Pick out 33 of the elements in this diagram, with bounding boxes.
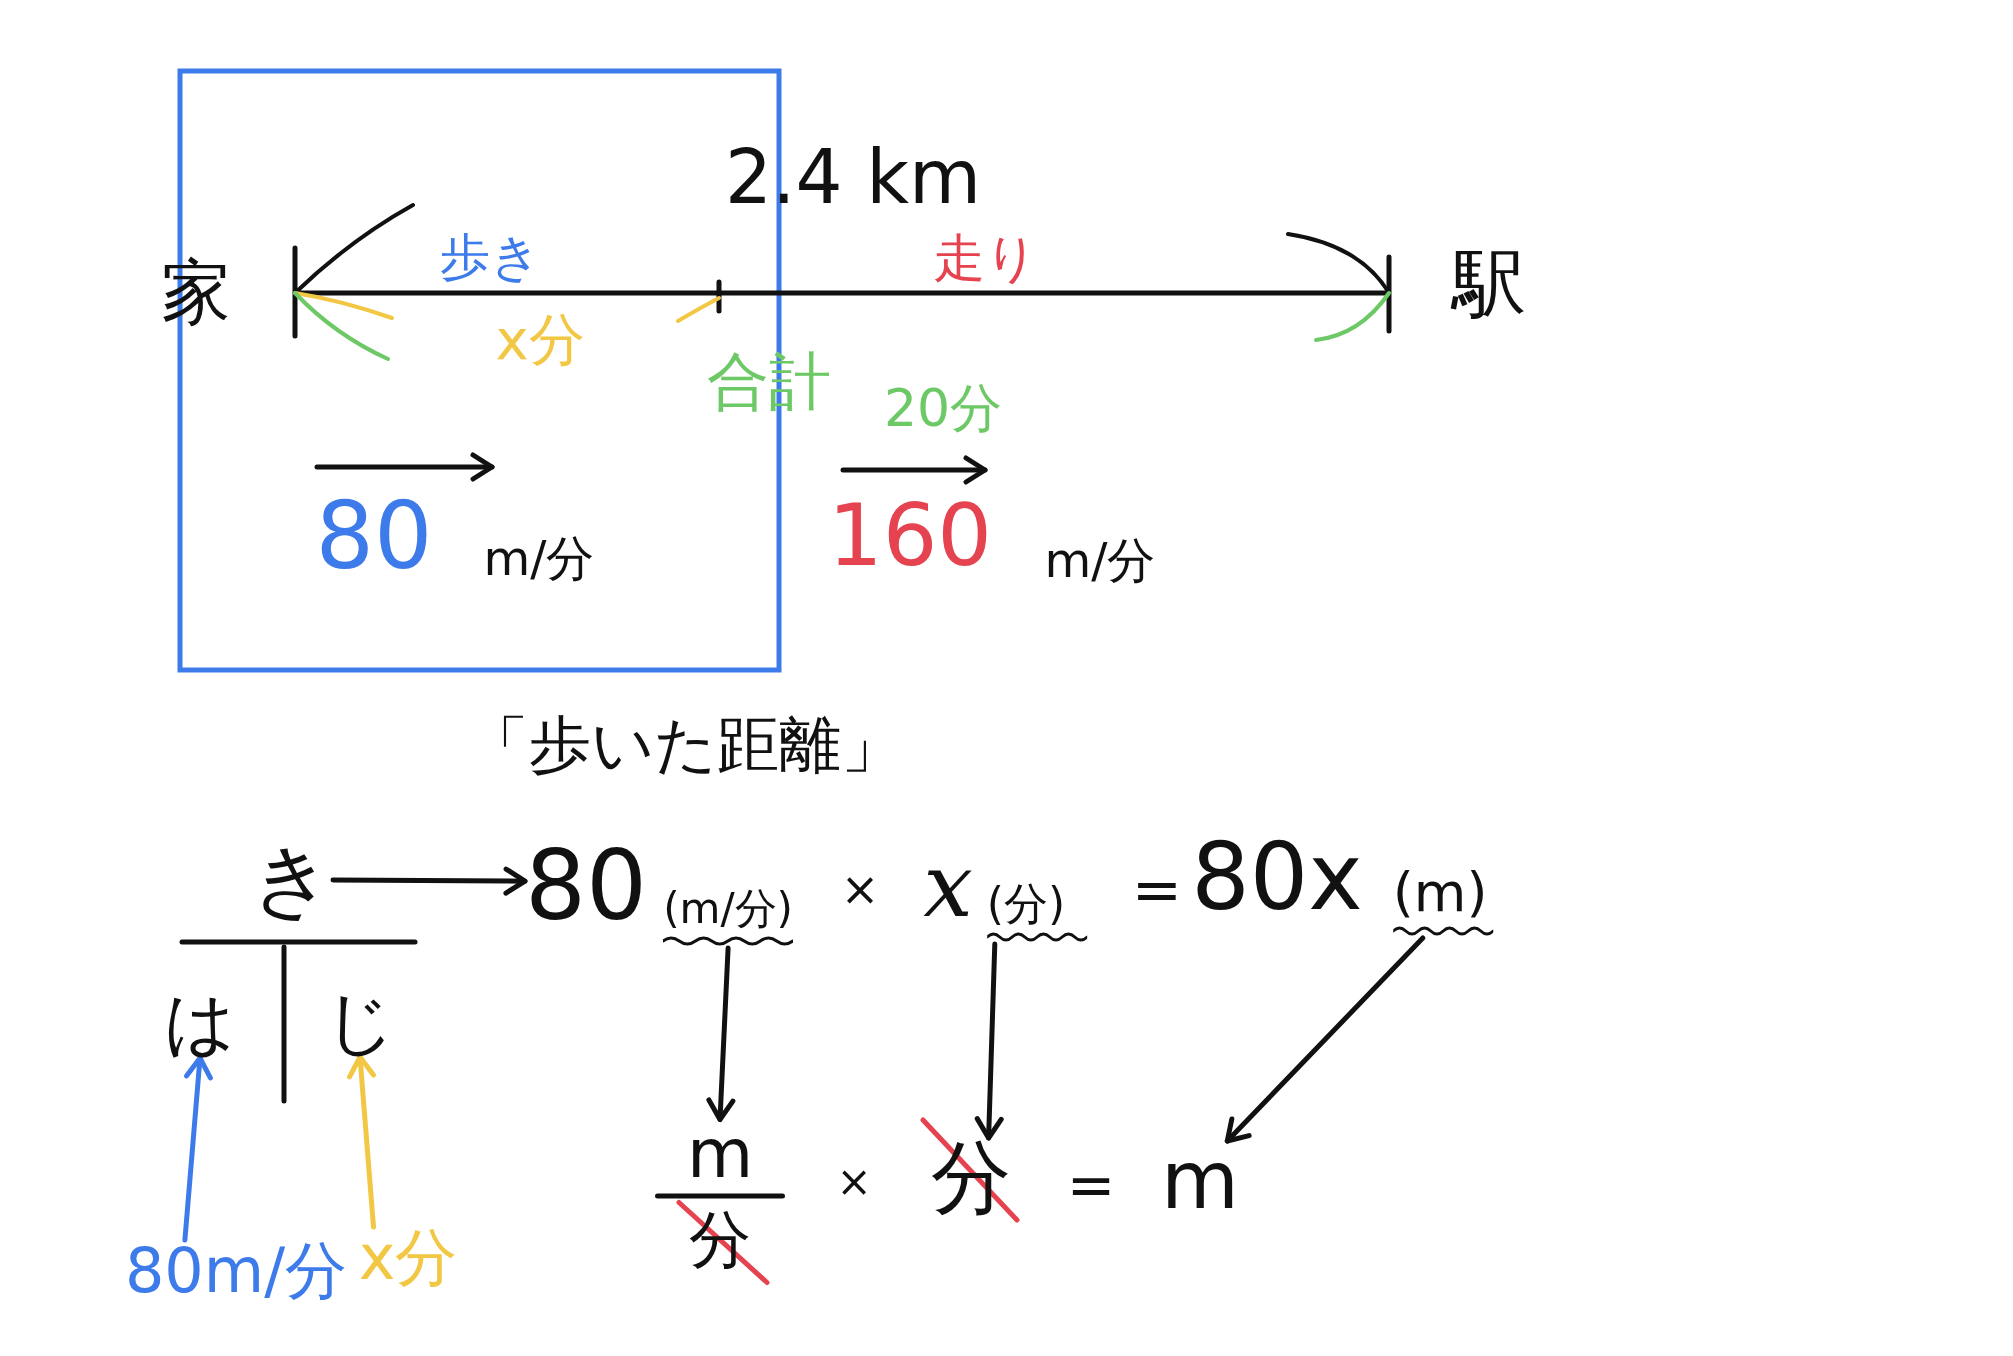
expression: 80x <box>1191 832 1363 924</box>
time-label: x分 <box>495 312 585 368</box>
unit-label: (分) <box>986 882 1067 926</box>
variable: x <box>923 842 973 930</box>
operator-sign: × <box>836 1161 872 1203</box>
operator-sign: = <box>1131 859 1183 919</box>
place-label: 駅 <box>1452 246 1526 320</box>
speed-value: 80m/分 <box>124 1240 348 1302</box>
unit-label: m/分 <box>483 534 595 582</box>
mnemonic-letter: き <box>251 840 333 920</box>
arrow <box>182 1055 213 1243</box>
time-label: 20分 <box>883 382 1003 434</box>
mnemonic-letter: は <box>164 988 236 1058</box>
speed-value: 160 <box>827 492 993 578</box>
unit-label: (m) <box>1392 866 1489 920</box>
time-value: x分 <box>358 1227 458 1289</box>
unit-symbol: m <box>1161 1141 1239 1221</box>
unit-label: m/分 <box>1044 536 1156 584</box>
mnemonic-letter: じ <box>324 987 396 1057</box>
operator-sign: = <box>1066 1156 1116 1214</box>
unit-label: (m/分) <box>663 888 793 930</box>
arrow <box>347 1054 376 1230</box>
arrow <box>706 945 736 1122</box>
segment-label: 歩き <box>439 232 541 282</box>
arrow <box>974 941 1004 1141</box>
operator-sign: × <box>840 866 880 912</box>
phrase-label: 「歩いた距離」 <box>467 714 903 776</box>
number: 80 <box>525 838 648 934</box>
arrow <box>330 866 528 896</box>
segment-label: 走り <box>932 232 1038 284</box>
arrow <box>1224 935 1426 1144</box>
speed-value: 80 <box>315 491 433 583</box>
numerator: m <box>686 1119 754 1188</box>
